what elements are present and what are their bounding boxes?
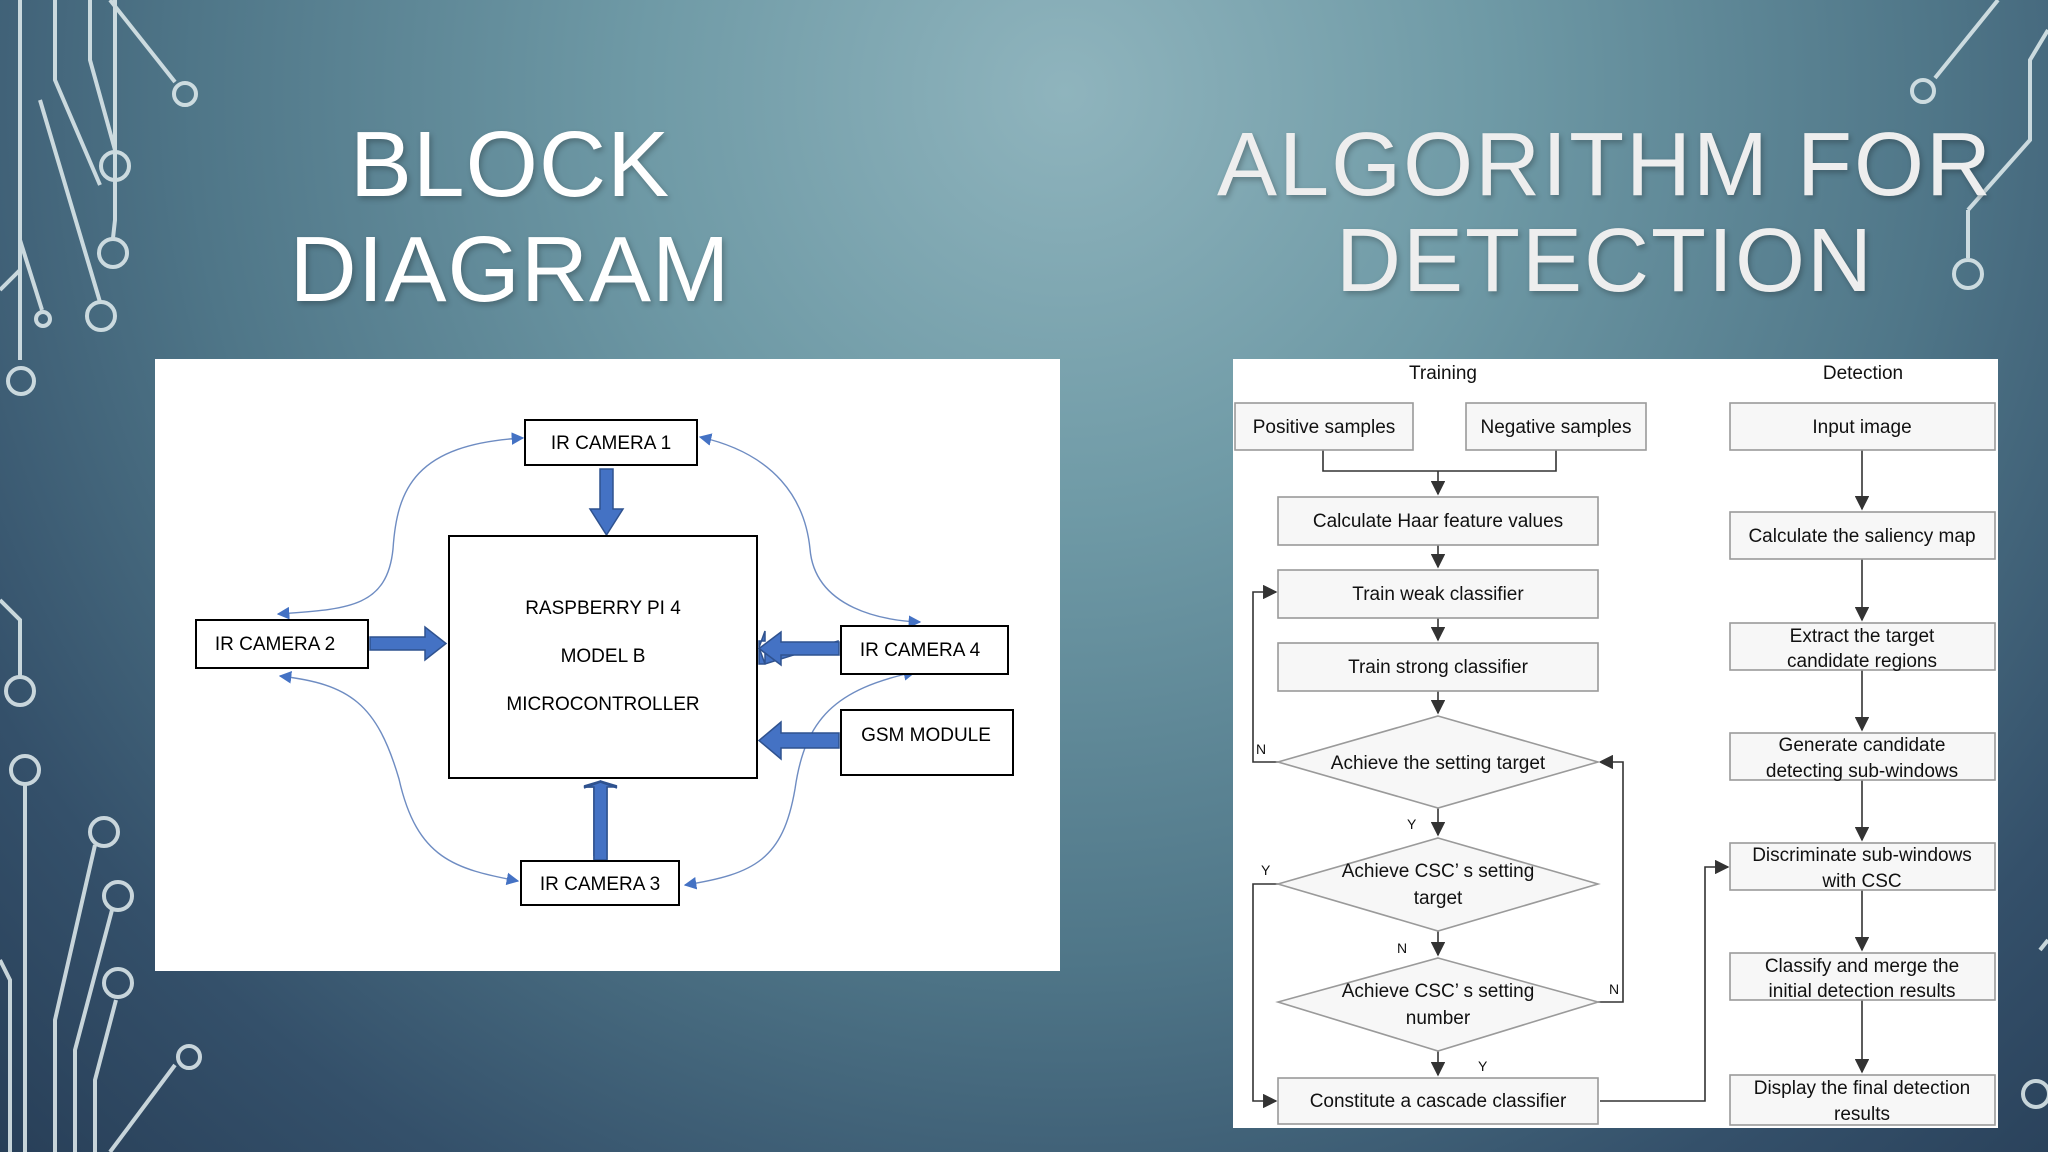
line-positive-down bbox=[1322, 450, 1557, 472]
csc-target-line-2: target bbox=[1414, 888, 1463, 909]
ir-camera-4-box bbox=[840, 625, 1009, 675]
arrow-gsm-to-pi bbox=[757, 720, 840, 761]
title-line: ALGORITHM FOR bbox=[1216, 115, 1993, 215]
block-diagram-panel: IR CAMERA 1 IR CAMERA 2 IR CAMERA 4 GSM … bbox=[155, 359, 1060, 971]
controller-line-3: MICROCONTROLLER bbox=[506, 694, 699, 715]
arrow-cam4-to-pi-head bbox=[757, 630, 840, 667]
input-image-label: Input image bbox=[1812, 417, 1911, 438]
algorithm-flowchart-panel: Training Detection Positive samples Nega… bbox=[1233, 359, 1998, 1128]
ir-camera-2-box bbox=[195, 619, 369, 669]
display-box bbox=[1729, 1074, 1996, 1126]
controller-line-1: RASPBERRY PI 4 bbox=[525, 598, 681, 619]
weak-label: Train weak classifier bbox=[1352, 584, 1524, 605]
title-line: BLOCK bbox=[349, 112, 671, 216]
discriminate-line-2: with CSC bbox=[1821, 871, 1901, 892]
line-loop-number-n bbox=[1598, 754, 1624, 1003]
csc-number-diamond bbox=[1275, 957, 1601, 1052]
curve-cam4-cam3 bbox=[683, 668, 917, 890]
label-y-target: Y bbox=[1407, 816, 1417, 832]
curve-cam1-cam4 bbox=[698, 433, 922, 628]
csc-target-line-1: Achieve CSC’ s setting bbox=[1342, 861, 1535, 882]
input-image-box bbox=[1729, 402, 1996, 451]
csc-target-diamond bbox=[1275, 837, 1601, 932]
ir-camera-3-box bbox=[520, 860, 680, 906]
algorithm-flowchart: Training Detection Positive samples Nega… bbox=[1234, 363, 1996, 1126]
extract-box bbox=[1729, 622, 1996, 671]
haar-box bbox=[1277, 496, 1599, 546]
csc-number-line-1: Achieve CSC’ s setting bbox=[1342, 981, 1535, 1002]
gsm-module-label: GSM MODULE bbox=[861, 725, 991, 746]
haar-label: Calculate Haar feature values bbox=[1313, 511, 1563, 532]
positive-samples-box bbox=[1234, 402, 1414, 451]
ir-camera-3-label: IR CAMERA 3 bbox=[540, 874, 660, 895]
title-line: DIAGRAM bbox=[289, 217, 731, 321]
positive-samples-label: Positive samples bbox=[1253, 417, 1396, 438]
label-n-loop: N bbox=[1256, 741, 1266, 757]
target-diamond bbox=[1275, 715, 1601, 809]
generate-line-2: detecting sub-windows bbox=[1766, 761, 1958, 782]
title-line: DETECTION bbox=[1335, 211, 1874, 311]
classify-line-2: initial detection results bbox=[1769, 981, 1956, 1002]
label-y-csc: Y bbox=[1261, 862, 1271, 878]
generate-line-1: Generate candidate bbox=[1779, 735, 1946, 756]
classify-box bbox=[1729, 952, 1996, 1001]
curve-cam1-cam2 bbox=[276, 432, 525, 620]
weak-box bbox=[1277, 569, 1599, 619]
discriminate-line-1: Discriminate sub-windows bbox=[1752, 845, 1972, 866]
csc-number-line-2: number bbox=[1406, 1008, 1471, 1029]
display-line-1: Display the final detection bbox=[1754, 1078, 1971, 1099]
generate-box bbox=[1729, 732, 1996, 781]
negative-samples-box bbox=[1465, 402, 1647, 451]
discriminate-box bbox=[1729, 842, 1996, 891]
line-cascade-detect bbox=[1600, 859, 1730, 1102]
label-n-csc: N bbox=[1397, 940, 1407, 956]
cascade-label: Constitute a cascade classifier bbox=[1310, 1091, 1567, 1112]
training-header: Training bbox=[1409, 363, 1477, 384]
negative-samples-label: Negative samples bbox=[1480, 417, 1631, 438]
line-loop-y bbox=[1252, 883, 1280, 1109]
ir-camera-4-label: IR CAMERA 4 bbox=[860, 640, 981, 661]
ir-camera-1-box bbox=[524, 419, 698, 466]
gsm-module-box bbox=[840, 709, 1014, 776]
algorithm-title: ALGORITHM FOR DETECTION bbox=[1215, 120, 1995, 306]
block-diagram: IR CAMERA 1 IR CAMERA 2 IR CAMERA 4 GSM … bbox=[195, 419, 1014, 906]
block-diagram-title: BLOCK DIAGRAM bbox=[250, 118, 770, 316]
classify-line-1: Classify and merge the bbox=[1765, 956, 1959, 977]
raspberry-pi-box bbox=[448, 535, 758, 779]
line-loop-n bbox=[1252, 584, 1280, 763]
ir-camera-2-label: IR CAMERA 2 bbox=[215, 634, 335, 655]
label-n-number: N bbox=[1609, 981, 1619, 997]
label-y-number: Y bbox=[1478, 1058, 1488, 1074]
arrow-up-cam3-head bbox=[583, 780, 618, 789]
strong-label: Train strong classifier bbox=[1348, 657, 1529, 678]
target-label: Achieve the setting target bbox=[1331, 753, 1546, 774]
controller-line-2: MODEL B bbox=[561, 646, 646, 667]
saliency-box bbox=[1729, 511, 1996, 560]
arrow-cam1-to-pi bbox=[588, 468, 625, 537]
arrow-cam2-to-pi bbox=[369, 625, 448, 662]
extract-line-1: Extract the target bbox=[1790, 626, 1935, 647]
ir-camera-1-label: IR CAMERA 1 bbox=[551, 433, 671, 454]
extract-line-2: candidate regions bbox=[1787, 651, 1937, 672]
cascade-box bbox=[1277, 1077, 1599, 1125]
strong-box bbox=[1277, 642, 1599, 692]
curve-cam2-cam3 bbox=[278, 671, 520, 886]
arrow-up-cam3 bbox=[583, 781, 618, 861]
detection-header: Detection bbox=[1823, 363, 1903, 384]
display-line-2: results bbox=[1834, 1104, 1890, 1125]
saliency-label: Calculate the saliency map bbox=[1748, 526, 1975, 547]
